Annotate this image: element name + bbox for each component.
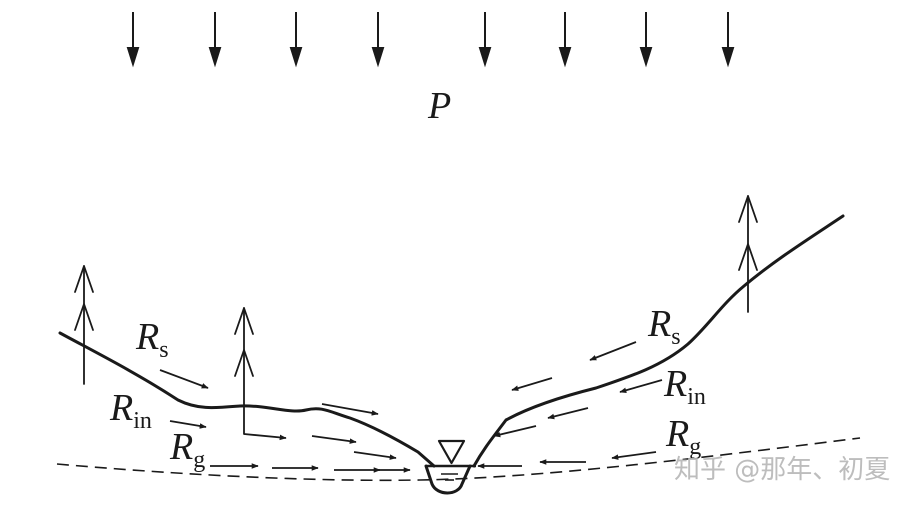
precipitation-label: P [427,85,451,127]
groundwater-label-left: Rg [169,426,205,473]
interflow-arrow [312,436,356,442]
groundwater-arrow [612,452,656,458]
rain-arrow [373,12,383,64]
interflow-label-right: Rin [663,363,706,410]
groundwater-label-right: Rg [665,413,701,460]
rain-arrow [480,12,490,64]
surface-runoff-arrow [590,342,636,360]
rain-arrow [560,12,570,64]
evaporation-arrow-middle [235,308,253,434]
runoff-label-right: Rs [647,303,681,350]
surface-runoff-arrow [512,378,552,390]
precipitation-arrows [128,12,733,64]
watermark: 知乎 @那年、初夏 [674,455,890,485]
rain-arrow [723,12,733,64]
evaporation-arrow-left [75,266,93,384]
interflow-arrow [244,434,286,438]
rain-arrow [210,12,220,64]
interflow-label-left: Rin [109,387,152,434]
evaporation-arrow-right [739,196,757,312]
interflow-arrow [548,408,588,418]
surface-runoff-arrow [160,370,208,388]
interflow-arrow [620,380,662,392]
flow-arrows-right [478,342,662,466]
rain-arrow [291,12,301,64]
water-level-icon [439,441,464,463]
rain-arrow [128,12,138,64]
interflow-arrow [354,452,396,458]
runoff-label-left: Rs [135,316,169,363]
rain-arrow [641,12,651,64]
